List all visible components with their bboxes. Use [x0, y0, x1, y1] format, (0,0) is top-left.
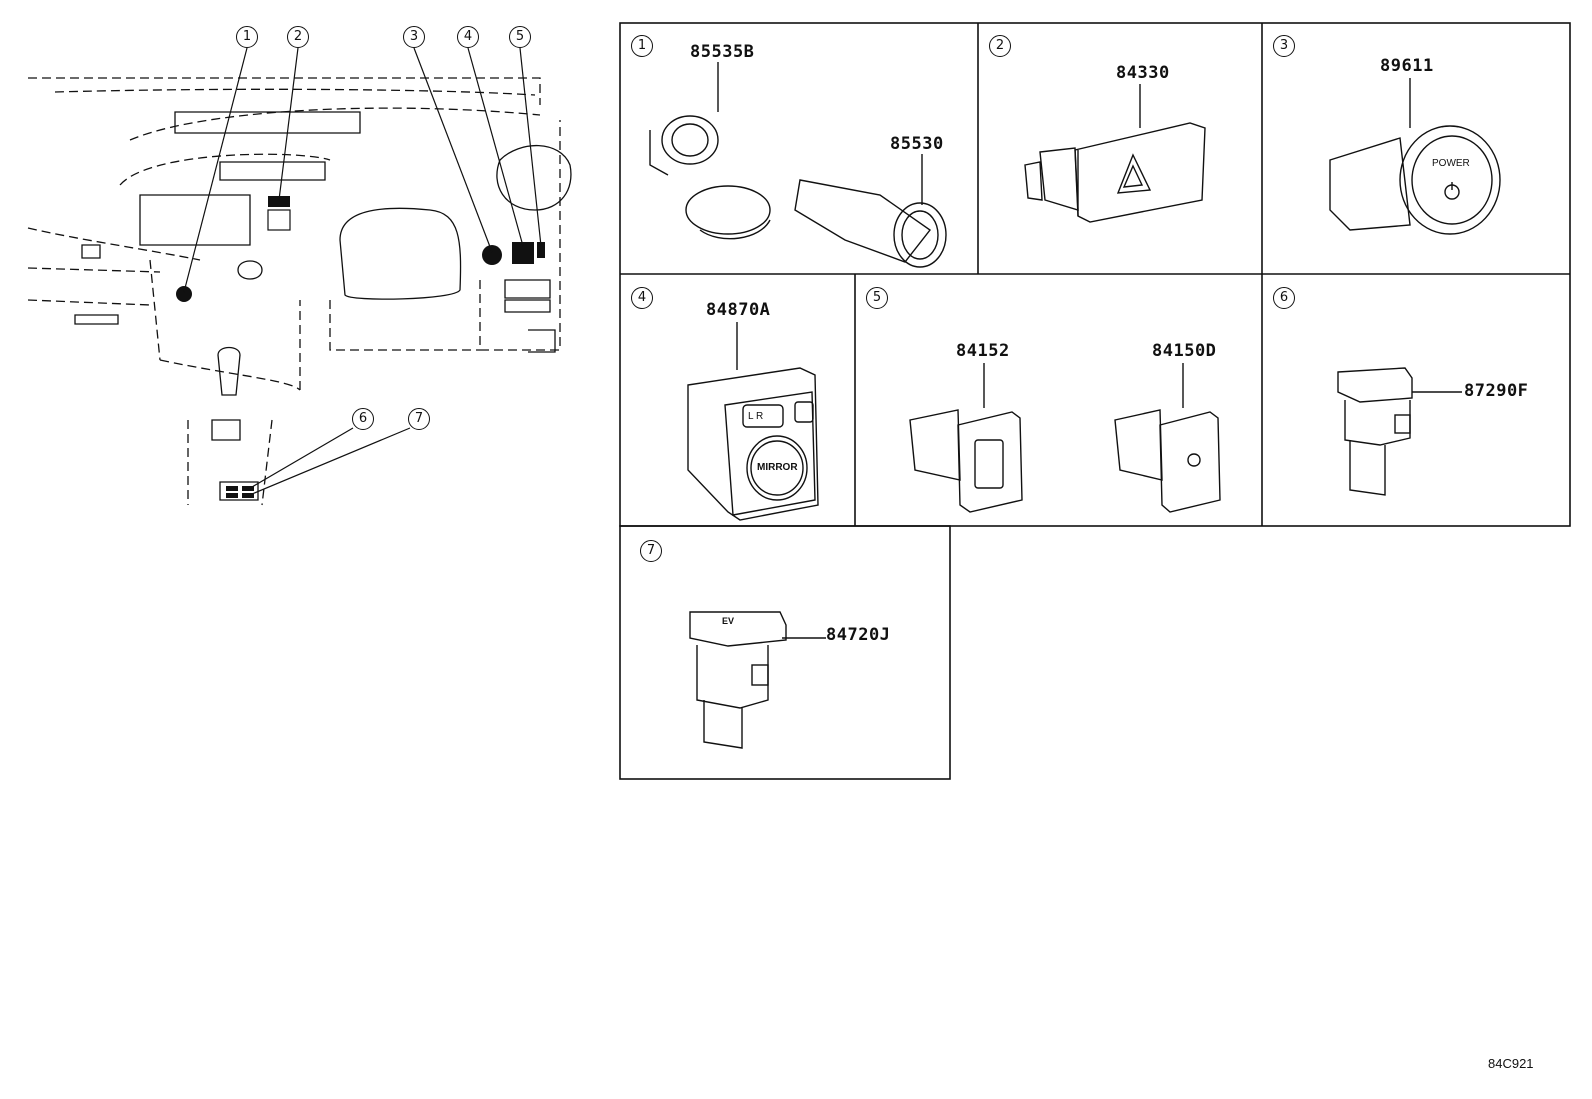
overview-callout-3[interactable]: 3: [403, 26, 425, 48]
mirror-side-text: L R: [748, 411, 764, 422]
part-number-84330[interactable]: 84330: [1116, 63, 1170, 83]
diagram-code: 84C921: [1488, 1056, 1534, 1071]
part-number-85530[interactable]: 85530: [890, 134, 944, 154]
defog-icon: [1187, 453, 1201, 467]
part-number-84150d[interactable]: 84150D: [1152, 341, 1217, 361]
overview-callout-4[interactable]: 4: [457, 26, 479, 48]
part-number-84870a[interactable]: 84870A: [706, 300, 771, 320]
overview-callout-1[interactable]: 1: [236, 26, 258, 48]
panel-1-number: 1: [631, 35, 653, 57]
dashboard-overview-drawing: [27, 47, 572, 506]
panel-5-number: 5: [866, 287, 888, 309]
panel-3-number: 3: [1273, 35, 1295, 57]
part-number-84720j[interactable]: 84720J: [826, 625, 891, 645]
panel-4-number: 4: [631, 287, 653, 309]
mirror-switch-text: MIRROR: [757, 462, 798, 473]
part-number-89611[interactable]: 89611: [1380, 56, 1434, 76]
part-number-85535b[interactable]: 85535B: [690, 42, 755, 62]
power-switch-text: POWER: [1432, 158, 1470, 169]
overview-callout-5[interactable]: 5: [509, 26, 531, 48]
panel-6-number: 6: [1273, 287, 1295, 309]
ev-switch-text: EV: [722, 616, 735, 626]
panel-2-number: 2: [989, 35, 1011, 57]
hazard-triangle-icon: [1116, 153, 1152, 194]
part-number-84152[interactable]: 84152: [956, 341, 1010, 361]
overview-callout-6[interactable]: 6: [352, 408, 374, 430]
panel-7-number: 7: [640, 540, 662, 562]
part-number-87290f[interactable]: 87290F: [1464, 381, 1529, 401]
overview-callout-7[interactable]: 7: [408, 408, 430, 430]
overview-callout-2[interactable]: 2: [287, 26, 309, 48]
